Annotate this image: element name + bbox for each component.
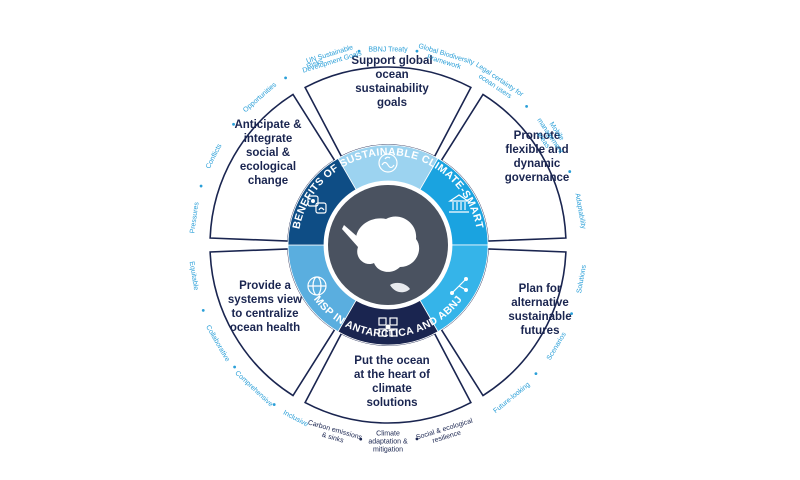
social-ecological-icon — [307, 195, 327, 214]
svg-text:Collaborative: Collaborative — [204, 324, 231, 363]
tag-anticipate-1: Conflicts — [205, 142, 224, 170]
globe-network-icon — [307, 276, 327, 296]
southern-landmass — [390, 282, 410, 293]
tag-anticipate-0: Pressures — [189, 201, 200, 234]
svg-text:Future-looking: Future-looking — [492, 381, 531, 415]
svg-text:Pressures: Pressures — [189, 201, 200, 234]
tag-separator-dot — [415, 49, 419, 53]
tag-separator-dot — [232, 122, 235, 126]
tag-separator-dot — [199, 184, 203, 188]
tag-futures-0: Solutions — [576, 264, 588, 294]
tag-separator-dot — [233, 365, 237, 369]
svg-text:Carbon emissions& sinks: Carbon emissions& sinks — [305, 419, 363, 449]
ocean-wave-icon — [378, 153, 398, 173]
branching-paths-icon — [450, 277, 469, 295]
tag-separator-dot — [570, 312, 573, 316]
government-building-icon — [448, 194, 470, 213]
antarctic-peninsula — [342, 225, 360, 247]
tag-systems-1: Collaborative — [204, 324, 231, 363]
antarctica-globe — [328, 185, 448, 305]
tag-governance-0: Legal certainty forocean users — [470, 62, 525, 106]
tag-global-1: BBNJ Treaty — [368, 47, 408, 54]
tag-governance-2: Adaptability — [573, 193, 586, 230]
antarctica-landmass — [356, 216, 420, 272]
climate-cycle-icon — [378, 317, 398, 337]
tag-separator-dot — [525, 105, 528, 108]
svg-text:Social & ecologicalresilience: Social & ecologicalresilience — [415, 418, 476, 450]
tag-systems-0: Equitable — [188, 261, 199, 291]
svg-text:Adaptability: Adaptability — [573, 193, 586, 230]
tag-climate-2: Social & ecologicalresilience — [415, 418, 476, 450]
inner-ring — [287, 144, 489, 346]
tag-separator-dot — [272, 403, 276, 406]
svg-text:Conflicts: Conflicts — [205, 142, 224, 170]
tag-separator-dot — [201, 309, 205, 312]
tag-separator-dot — [359, 437, 363, 441]
svg-text:BBNJ Treaty: BBNJ Treaty — [368, 47, 408, 54]
tag-separator-dot — [415, 437, 419, 441]
tag-futures-2: Future-looking — [492, 381, 531, 415]
svg-text:Legal certainty forocean users: Legal certainty forocean users — [470, 62, 525, 106]
tag-separator-dot — [568, 170, 572, 173]
svg-text:Equitable: Equitable — [188, 261, 199, 291]
tag-separator-dot — [284, 76, 287, 80]
svg-text:Inclusive: Inclusive — [282, 409, 309, 428]
tag-climate-0: Carbon emissions& sinks — [305, 419, 363, 449]
tag-separator-dot — [534, 372, 538, 375]
tag-systems-3: Inclusive — [282, 409, 309, 428]
tag-separator-dot — [357, 49, 361, 53]
ring-wedge-anticipate — [287, 157, 357, 246]
svg-text:Solutions: Solutions — [576, 264, 588, 294]
